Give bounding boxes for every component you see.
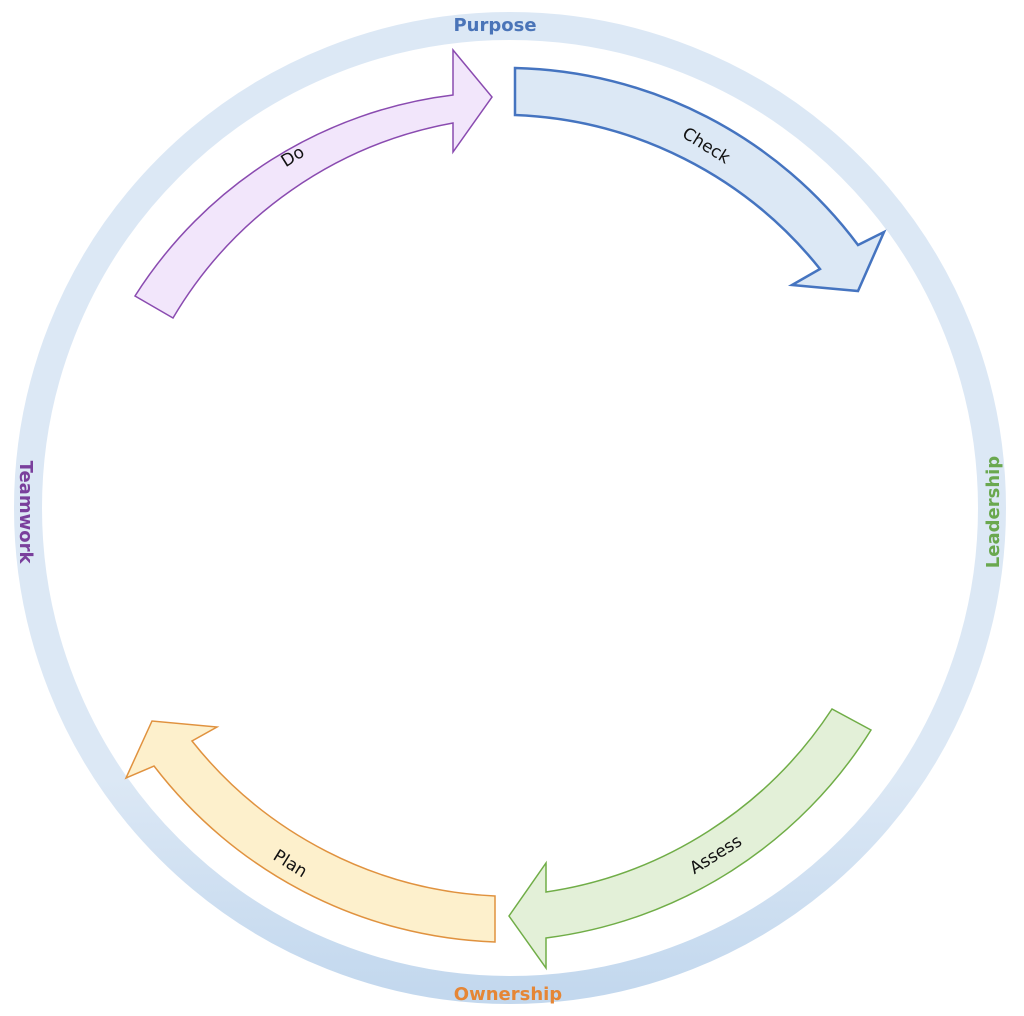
assess-arrow <box>508 708 873 971</box>
plan-arrow <box>124 720 496 943</box>
ring-label-teamwork: Teamwork <box>15 461 36 565</box>
check-arrow <box>513 66 887 293</box>
ring-label-purpose: Purpose <box>453 15 536 36</box>
do-arrow <box>133 47 493 320</box>
ring-label-ownership: Ownership <box>454 984 563 1005</box>
ring-label-leadership: Leadership <box>983 456 1004 568</box>
outer-ring <box>14 12 1006 1004</box>
